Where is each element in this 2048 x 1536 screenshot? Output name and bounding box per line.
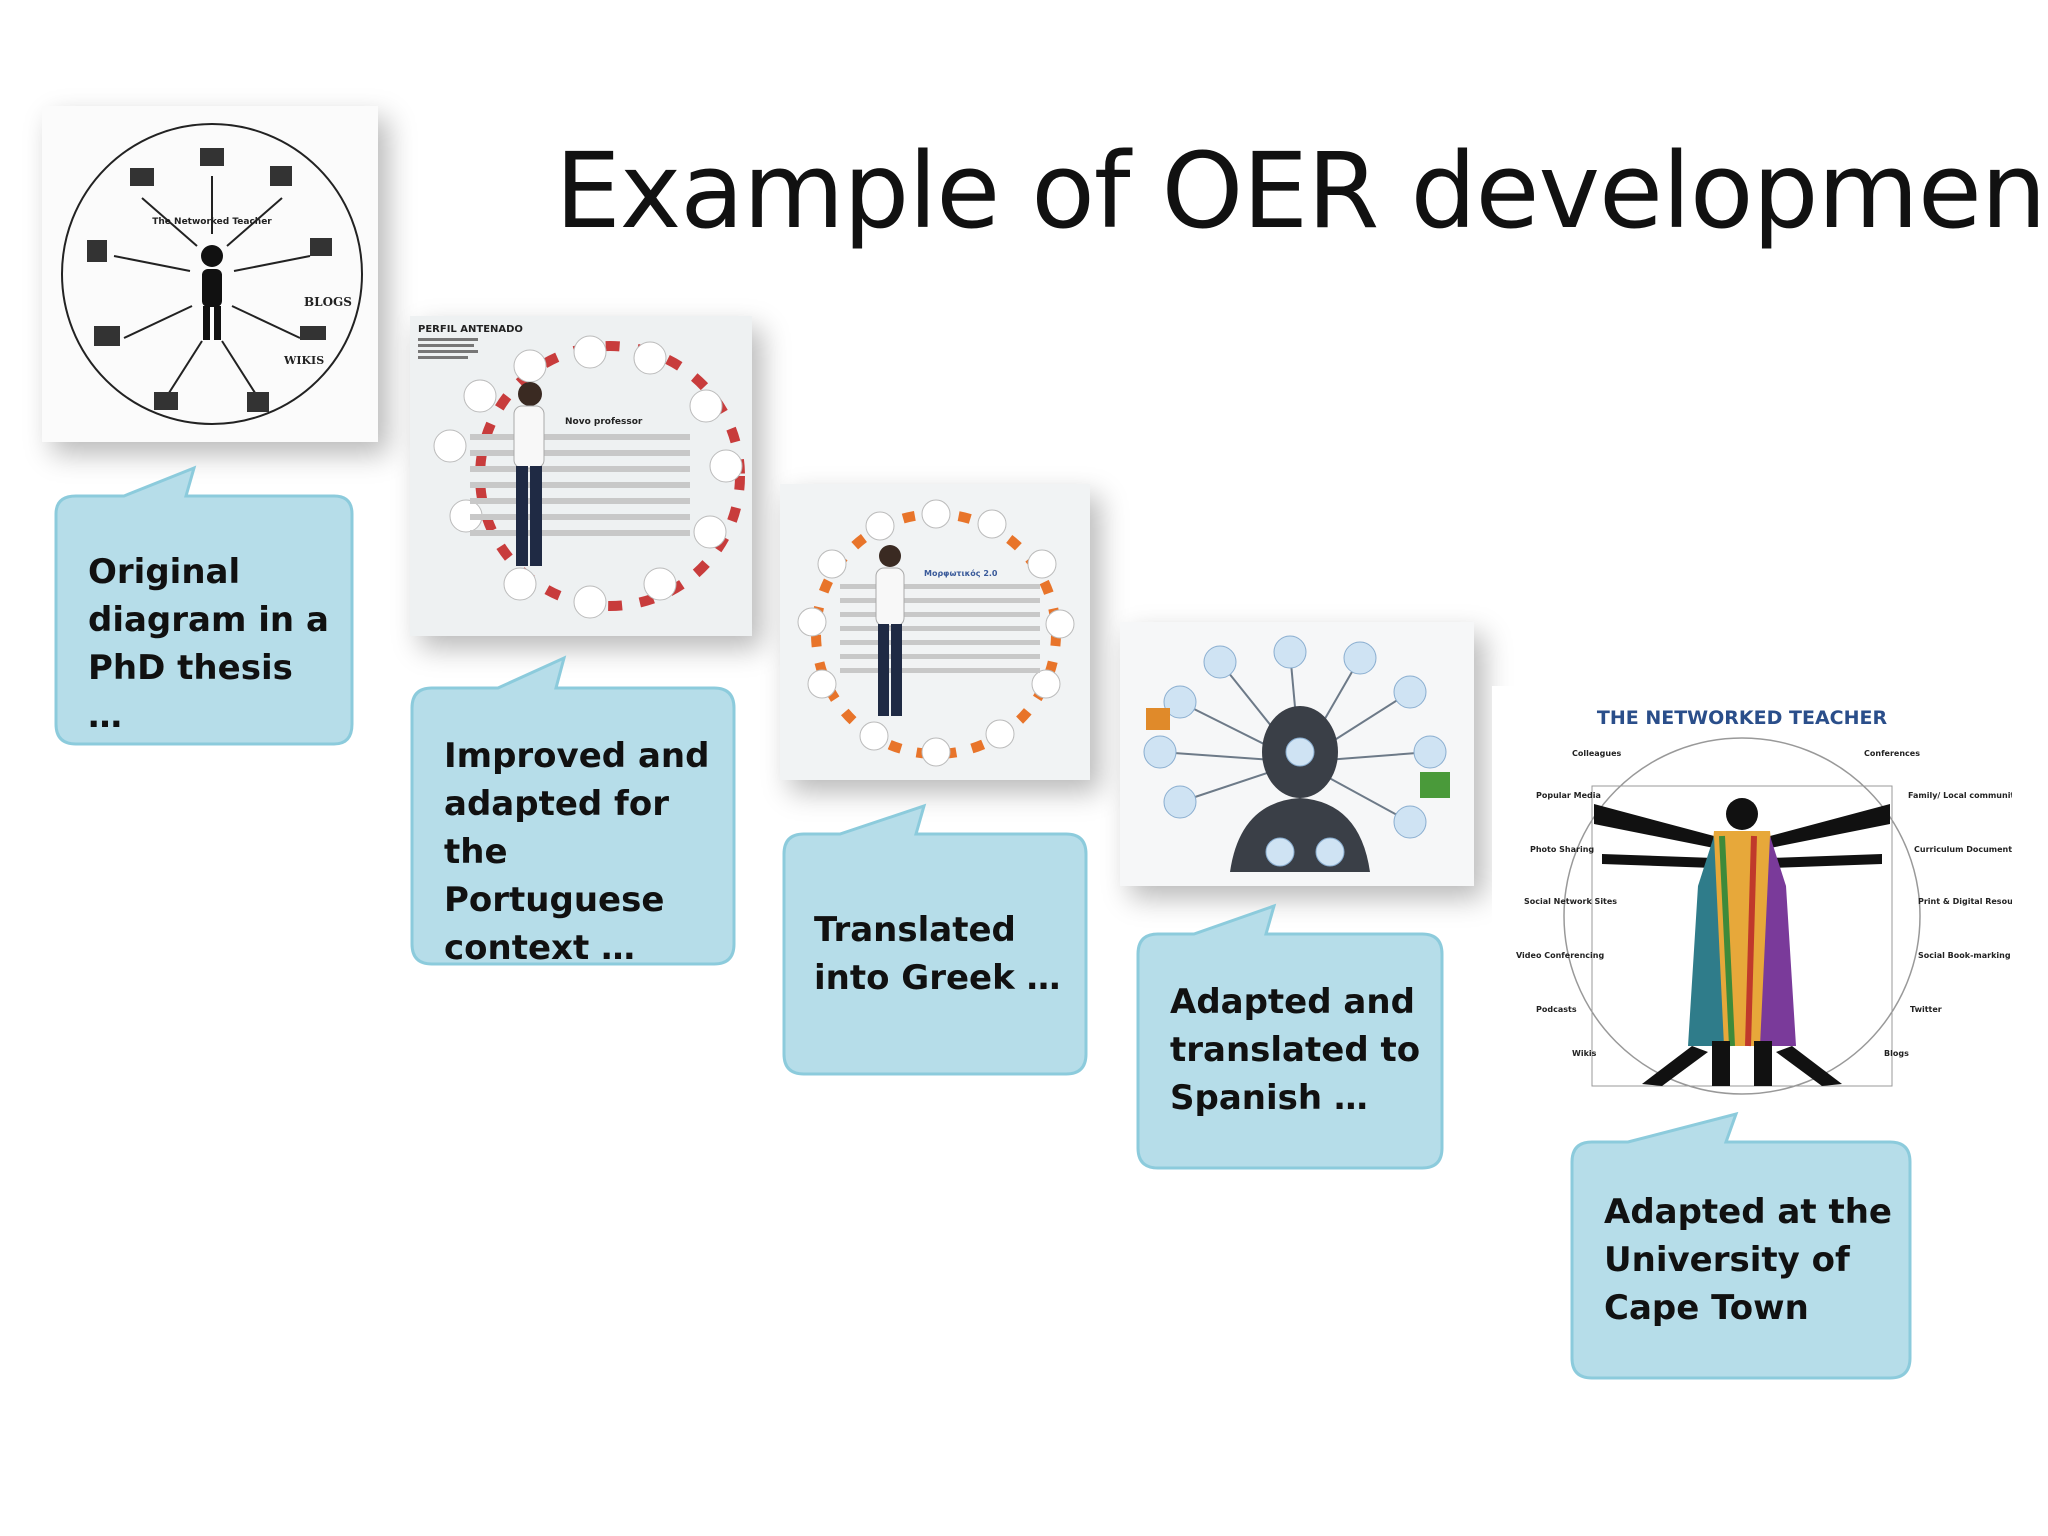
cape-town-diagram-image: THE NETWORKED TEACHER Colleagues Popular… <box>1492 686 2012 1096</box>
img5-label-right-7: Blogs <box>1884 1049 1909 1058</box>
original-diagram-image: The Networked Teacher <box>42 106 378 442</box>
callout-3-line-1: Translated <box>814 910 1016 950</box>
callout-greek: Translated into Greek … <box>780 803 1090 1076</box>
portuguese-diagram-image: PERFIL ANTENADO Novo professor <box>410 316 752 636</box>
callout-4-line-2: translated to <box>1170 1030 1421 1070</box>
callout-spanish: Adapted and translated to Spanish … <box>1134 903 1446 1170</box>
greek-diagram-image: Μορφωτικός 2.0 <box>780 484 1090 780</box>
img5-title: THE NETWORKED TEACHER <box>1597 707 1888 729</box>
callout-5-line-1: Adapted at the <box>1604 1192 1892 1232</box>
img5-label-right-4: Print & Digital Resources <box>1918 897 2012 906</box>
callout-2-line-3: the Portuguese <box>444 832 665 920</box>
img5-label-left-6: Podcasts <box>1536 1005 1577 1014</box>
callout-1-line-1: Original <box>88 552 241 592</box>
img5-label-right-1: Conferences <box>1864 749 1920 758</box>
img3-center-title: Μορφωτικός 2.0 <box>924 568 998 578</box>
callout-2-line-1: Improved and <box>444 736 710 776</box>
callout-2-line-4: context … <box>444 928 636 968</box>
img5-label-left-2: Popular Media <box>1536 791 1601 800</box>
img5-label-right-6: Twitter <box>1910 1005 1942 1014</box>
callout-3-line-2: into Greek … <box>814 958 1061 998</box>
svg-text:WIKIS: WIKIS <box>283 354 324 367</box>
callout-5-line-2: University of <box>1604 1240 1850 1280</box>
img5-label-right-5: Social Book-marking <box>1918 951 2011 960</box>
img5-label-left-3: Photo Sharing <box>1530 845 1594 854</box>
callout-original: Original diagram in a PhD thesis … <box>54 465 354 746</box>
svg-text:BLOGS: BLOGS <box>304 295 352 309</box>
slide-title: Example of OER development <box>555 130 2048 252</box>
spanish-diagram-image <box>1120 622 1474 886</box>
callout-4-line-3: Spanish … <box>1170 1078 1368 1118</box>
img5-label-left-5: Video Conferencing <box>1516 951 1604 960</box>
img5-label-right-3: Curriculum Documents <box>1914 845 2012 854</box>
callout-1-line-3: PhD thesis … <box>88 648 293 736</box>
callout-4-line-1: Adapted and <box>1170 982 1415 1022</box>
callout-2-line-2: adapted for <box>444 784 669 824</box>
callout-portuguese: Improved and adapted for the Portuguese … <box>408 655 738 968</box>
img2-center-title: Novo professor <box>565 417 643 427</box>
img5-label-left-7: Wikis <box>1572 1049 1597 1058</box>
img5-label-left-4: Social Network Sites <box>1524 897 1617 906</box>
img5-label-left-1: Colleagues <box>1572 749 1622 758</box>
img2-title: PERFIL ANTENADO <box>418 324 523 335</box>
callout-5-line-3: Cape Town <box>1604 1288 1809 1328</box>
callout-1-line-2: diagram in a <box>88 600 329 640</box>
img5-label-right-2: Family/ Local community <box>1908 791 2012 800</box>
callout-cape-town: Adapted at the University of Cape Town <box>1568 1111 1914 1380</box>
